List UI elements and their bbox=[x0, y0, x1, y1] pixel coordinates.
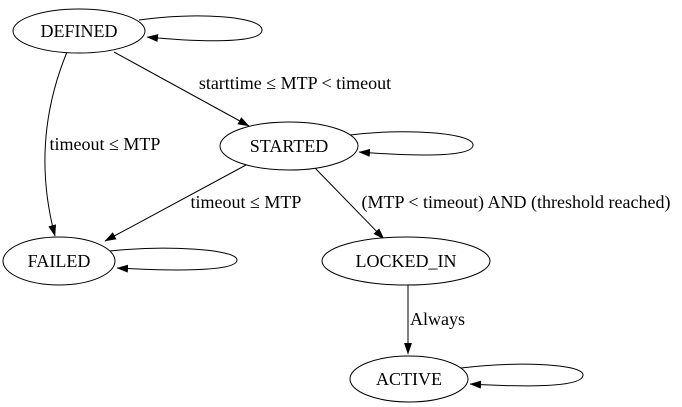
self-loop-defined bbox=[138, 15, 263, 43]
edge-defined-to-started bbox=[113, 51, 250, 127]
edge-label-defined-to-failed: timeout ≤ MTP bbox=[50, 134, 161, 154]
state-ellipse-locked-in bbox=[321, 236, 491, 286]
edge-label-started-to-locked-in: (MTP < timeout) AND (threshold reached) bbox=[362, 192, 671, 213]
state-label-locked-in: LOCKED_IN bbox=[356, 251, 457, 271]
state-ellipse-started bbox=[219, 121, 359, 171]
edge-started-to-locked-in bbox=[314, 167, 385, 240]
state-ellipse-failed bbox=[2, 236, 116, 286]
self-loop-active bbox=[460, 363, 584, 389]
state-label-started: STARTED bbox=[250, 136, 328, 156]
state-label-defined: DEFINED bbox=[41, 21, 118, 41]
edge-defined-to-failed bbox=[44, 51, 68, 237]
edge-label-started-to-failed: timeout ≤ MTP bbox=[191, 192, 302, 212]
self-loop-failed bbox=[109, 247, 238, 273]
state-ellipse-active bbox=[349, 355, 469, 403]
state-node-failed: FAILED bbox=[2, 236, 116, 286]
state-node-defined: DEFINED bbox=[12, 8, 146, 54]
state-label-failed: FAILED bbox=[28, 251, 91, 271]
self-loop-started bbox=[349, 131, 474, 157]
state-node-started: STARTED bbox=[219, 121, 359, 171]
edge-started-to-failed bbox=[104, 164, 247, 242]
edge-label-locked-in-to-active: Always bbox=[410, 309, 465, 329]
edge-label-defined-to-started: starttime ≤ MTP < timeout bbox=[199, 73, 391, 93]
state-label-active: ACTIVE bbox=[376, 369, 442, 389]
state-node-active: ACTIVE bbox=[349, 355, 469, 403]
state-ellipse-defined bbox=[12, 8, 146, 54]
state-node-locked-in: LOCKED_IN bbox=[321, 236, 491, 286]
